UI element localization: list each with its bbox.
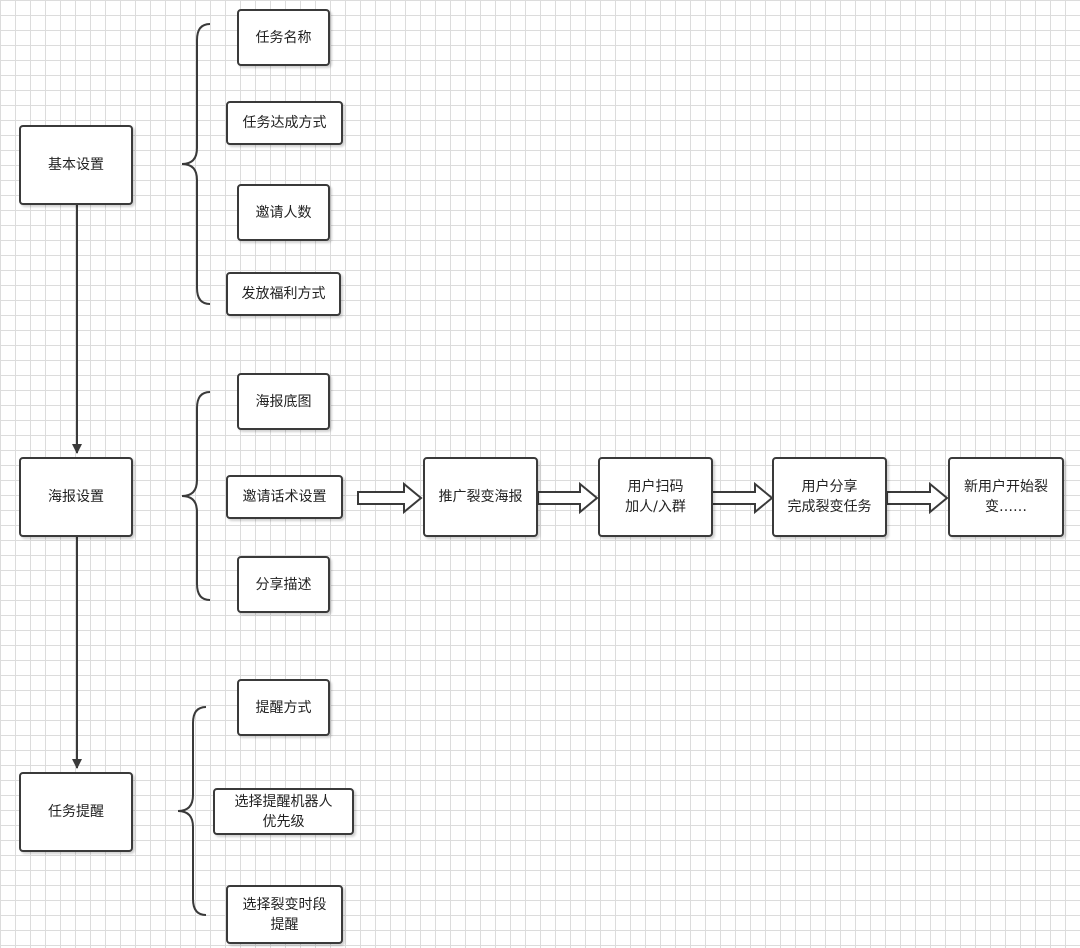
node-new-user-start-fission[interactable]: 新用户开始裂 变……	[948, 457, 1064, 537]
node-invite-script-settings[interactable]: 邀请话术设置	[226, 475, 343, 519]
node-reminder-method[interactable]: 提醒方式	[237, 679, 330, 736]
node-poster-background[interactable]: 海报底图	[237, 373, 330, 430]
node-promote-fission-poster[interactable]: 推广裂变海报	[423, 457, 538, 537]
node-task-name[interactable]: 任务名称	[237, 9, 330, 66]
node-invite-script-settings-label: 邀请话术设置	[242, 489, 327, 505]
node-new-user-start-fission-label: 新用户开始裂 变……	[964, 479, 1048, 515]
node-reward-method[interactable]: 发放福利方式	[226, 272, 341, 316]
block-arrow-3	[711, 481, 774, 515]
node-basic-settings-label: 基本设置	[48, 157, 104, 173]
node-share-description-label: 分享描述	[255, 576, 312, 593]
node-select-reminder-bot-priority[interactable]: 选择提醒机器人 优先级	[213, 788, 354, 835]
node-task-reminder-label: 任务提醒	[48, 804, 104, 820]
node-task-completion-method[interactable]: 任务达成方式	[226, 101, 343, 145]
node-poster-settings[interactable]: 海报设置	[19, 457, 133, 537]
node-user-share-complete-task-label: 用户分享 完成裂变任务	[787, 479, 872, 515]
node-reminder-method-label: 提醒方式	[255, 699, 312, 716]
node-promote-fission-poster-label: 推广裂变海报	[438, 489, 523, 505]
block-arrow-4	[886, 481, 949, 515]
node-user-scan-join-group-label: 用户扫码 加人/入群	[625, 479, 686, 515]
block-arrow-1	[357, 481, 423, 515]
block-arrow-2	[537, 481, 599, 515]
node-user-scan-join-group[interactable]: 用户扫码 加人/入群	[598, 457, 713, 537]
node-select-reminder-bot-priority-label: 选择提醒机器人 优先级	[234, 793, 333, 830]
node-task-name-label: 任务名称	[255, 29, 312, 46]
node-poster-background-label: 海报底图	[255, 393, 312, 410]
node-invite-count-label: 邀请人数	[255, 204, 312, 221]
node-basic-settings[interactable]: 基本设置	[19, 125, 133, 205]
node-user-share-complete-task[interactable]: 用户分享 完成裂变任务	[772, 457, 887, 537]
brace-poster	[181, 391, 211, 601]
node-poster-settings-label: 海报设置	[48, 489, 104, 505]
node-reward-method-label: 发放福利方式	[241, 286, 326, 302]
node-task-completion-method-label: 任务达成方式	[242, 115, 327, 131]
node-share-description[interactable]: 分享描述	[237, 556, 330, 613]
node-task-reminder[interactable]: 任务提醒	[19, 772, 133, 852]
node-select-fission-period-reminder[interactable]: 选择裂变时段 提醒	[226, 885, 343, 944]
brace-reminder	[177, 706, 207, 916]
node-invite-count[interactable]: 邀请人数	[237, 184, 330, 241]
node-select-fission-period-reminder-label: 选择裂变时段 提醒	[242, 896, 327, 933]
brace-basic	[181, 23, 211, 305]
